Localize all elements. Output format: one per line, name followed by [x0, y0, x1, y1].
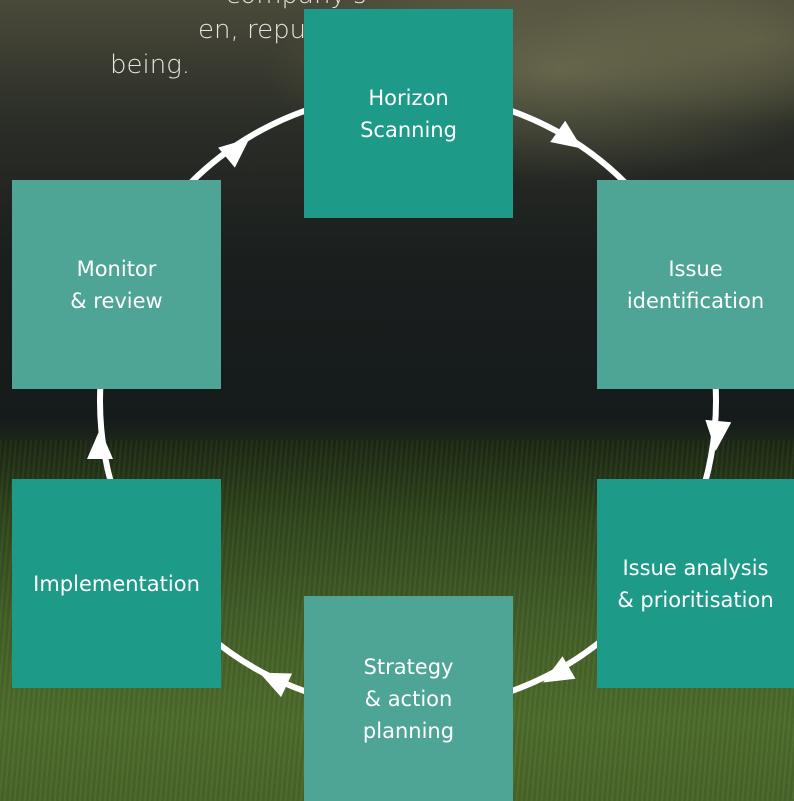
arrow-to-monitor	[87, 429, 113, 459]
arrow-to-strategy	[543, 656, 576, 683]
step-label: Implementation	[33, 571, 200, 596]
step-monitor-review: Monitor & review	[12, 180, 221, 389]
step-label: Issue analysis & prioritisation	[617, 555, 774, 612]
arrow-to-horizon	[218, 138, 250, 168]
arrow-to-implementation	[259, 672, 293, 698]
step-label: Monitor & review	[70, 256, 163, 313]
step-label: Strategy & action planning	[362, 654, 455, 743]
arrow-to-issue-identification	[550, 120, 583, 149]
step-implementation: Implementation	[12, 479, 221, 688]
step-strategy-action-planning: Strategy & action planning	[304, 596, 513, 801]
arrow-to-issue-analysis	[705, 419, 732, 451]
step-issue-analysis-prioritisation: Issue analysis & prioritisation	[597, 479, 794, 688]
step-label: Horizon Scanning	[360, 85, 457, 142]
step-label: Issue identification	[626, 256, 765, 313]
step-horizon-scanning: Horizon Scanning	[304, 9, 513, 218]
intro-line-1: company's	[226, 0, 367, 13]
intro-line-3: being.	[110, 50, 191, 80]
step-issue-identification: Issue identification	[597, 180, 794, 389]
